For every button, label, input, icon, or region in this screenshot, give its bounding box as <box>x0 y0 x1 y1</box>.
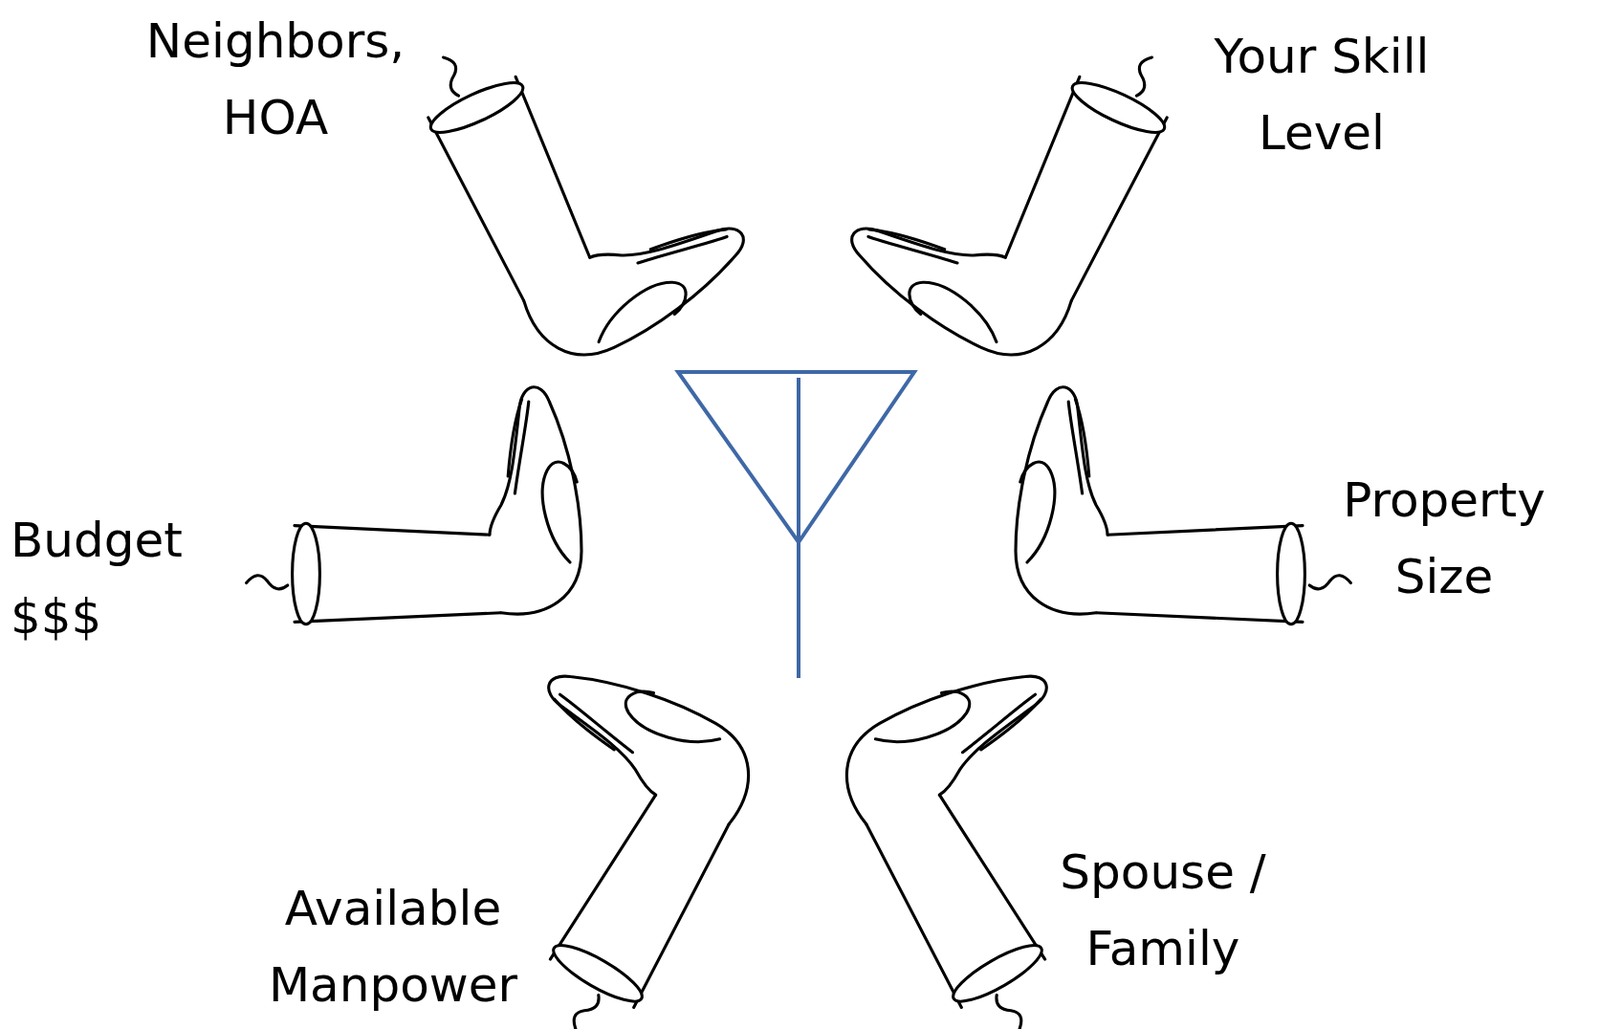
factor-text: Available Manpower <box>268 880 518 1013</box>
hand-illustration <box>246 387 582 625</box>
hand-illustration <box>1015 387 1351 625</box>
factor-label: Property Size <box>1305 461 1583 615</box>
antenna-symbol <box>678 372 915 679</box>
hand-illustration <box>405 0 763 379</box>
factor-text: Neighbors, HOA <box>146 13 405 146</box>
factor-label: Spouse / Family <box>1009 833 1316 987</box>
hand-illustration <box>832 0 1190 379</box>
factor-text: Spouse / Family <box>1059 844 1266 977</box>
factor-label: Budget $$$ <box>10 502 241 656</box>
factor-text: Your Skill Level <box>1214 28 1430 161</box>
factor-text: Property Size <box>1342 472 1546 605</box>
factor-label: Your Skill Level <box>1159 18 1485 172</box>
factor-label: Available Manpower <box>240 870 547 1024</box>
factor-text: Budget $$$ <box>10 512 183 645</box>
factor-label: Neighbors, HOA <box>112 2 439 156</box>
